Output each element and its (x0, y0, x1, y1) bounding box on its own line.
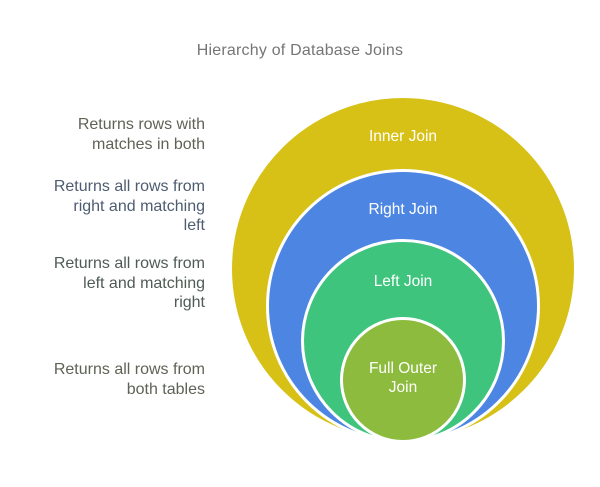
ring-label-right-join: Right Join (368, 201, 438, 218)
ring-label-full-outer-join: Full Outer Join (343, 359, 463, 397)
description-line: left (183, 217, 205, 234)
description-left-join: Returns all rows from left and matching … (0, 254, 205, 313)
description-line: Returns all rows from (53, 255, 205, 272)
description-line: right and matching (73, 197, 205, 215)
description-full-outer-join: Returns all rows from both tables (0, 360, 205, 399)
description-right-join: Returns all rows from right and matching… (0, 177, 205, 236)
description-line: Returns rows with (77, 116, 205, 133)
description-line: matches in both (92, 135, 205, 153)
description-line: left and matching (83, 274, 205, 292)
circle-full-outer-join (340, 317, 466, 443)
ring-label-full-outer-line-1: Full Outer (368, 360, 438, 377)
ring-label-full-outer-line-2: Join (388, 379, 418, 396)
description-line: both tables (126, 380, 205, 398)
page-title: Hierarchy of Database Joins (196, 42, 404, 59)
description-inner-join: Returns rows with matches in both (0, 115, 205, 154)
description-line: Returns all rows from (53, 361, 205, 378)
description-line: right (173, 294, 205, 311)
ring-label-left-join: Left Join (373, 273, 433, 290)
description-line: Returns all rows from (53, 178, 205, 195)
ring-label-inner-join: Inner Join (368, 128, 438, 145)
